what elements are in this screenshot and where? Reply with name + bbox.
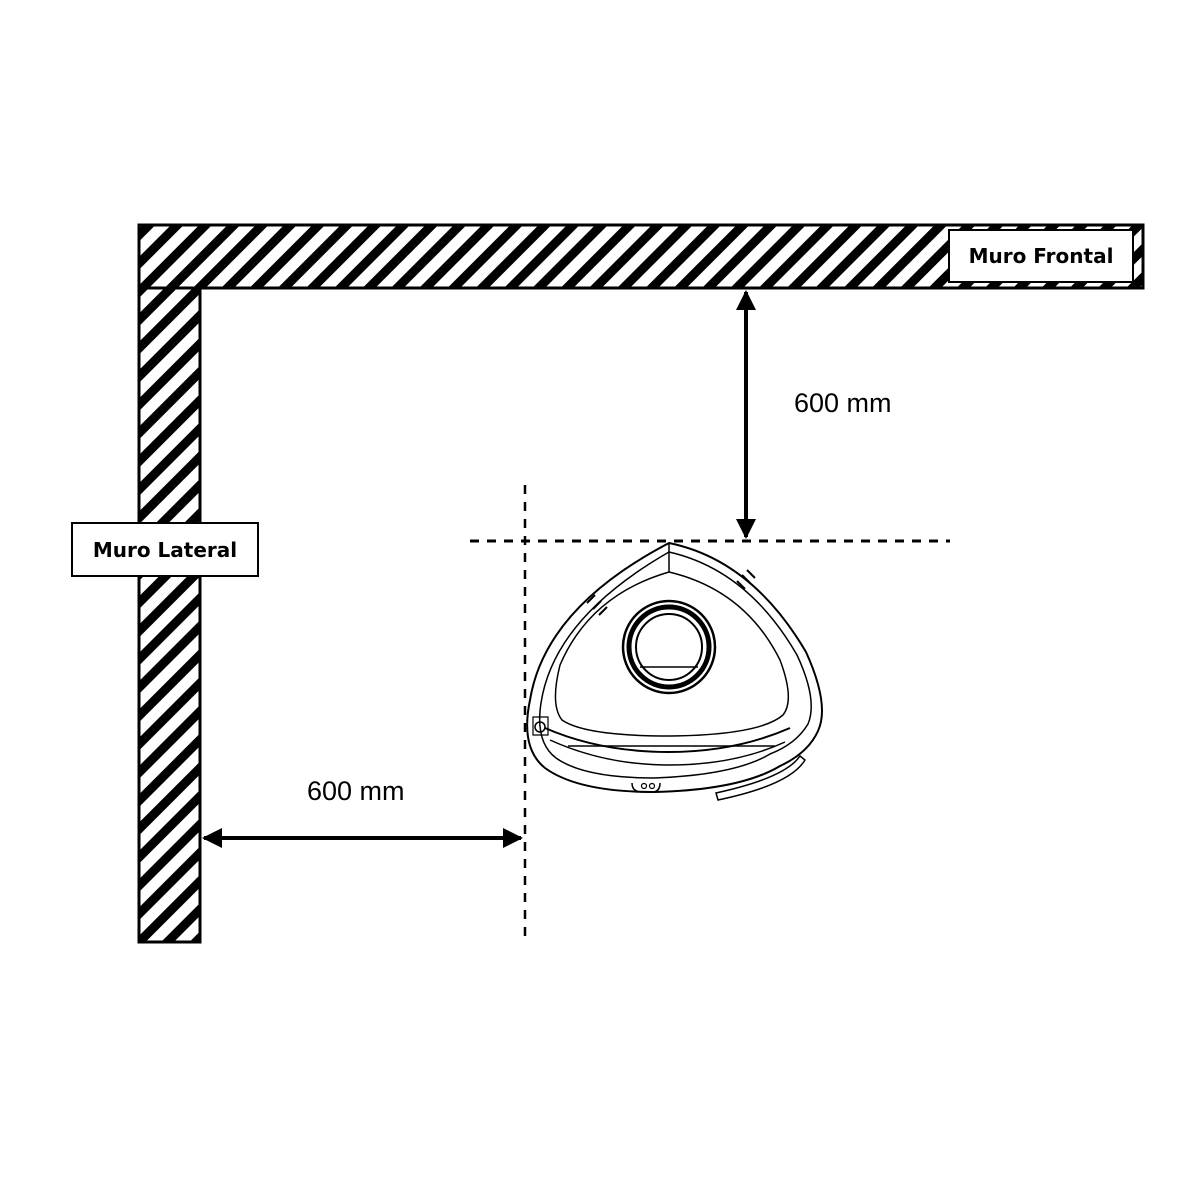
front-wall-label: Muro Frontal: [948, 229, 1134, 283]
side-clearance-label: 600 mm: [307, 776, 405, 806]
front-clearance-label: 600 mm: [794, 388, 892, 418]
side-wall-label: Muro Lateral: [71, 522, 259, 577]
side-wall: [137, 225, 202, 944]
stove-top-view: [526, 541, 823, 801]
